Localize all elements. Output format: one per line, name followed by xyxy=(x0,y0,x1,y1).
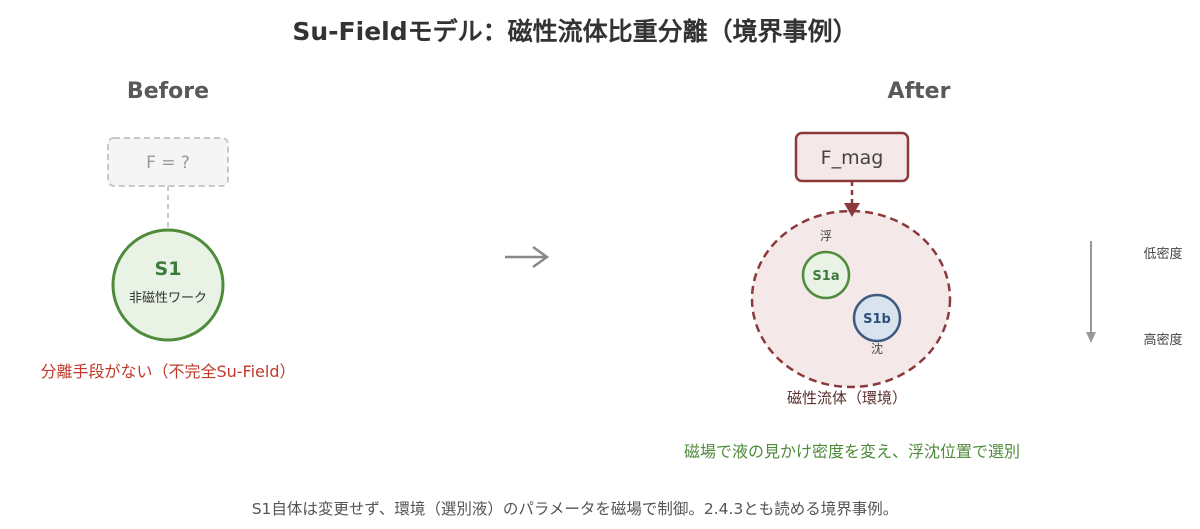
after-heading: After xyxy=(888,79,951,104)
s1b-label: S1b xyxy=(863,312,891,327)
density-arrow-icon xyxy=(1086,241,1096,343)
diagram-title: Su-Fieldモデル：磁性流体比重分離（境界事例） xyxy=(292,17,857,46)
float-label: 浮 xyxy=(820,229,832,243)
s1a-label: S1a xyxy=(812,269,839,284)
fmag-arrowhead-icon xyxy=(844,203,860,217)
unknown-field-box xyxy=(107,137,229,187)
density-high-label: 高密度 xyxy=(1143,332,1182,348)
s1-sub-label: 非磁性ワーク xyxy=(129,291,207,306)
s1-label: S1 xyxy=(155,258,182,280)
s1b-node xyxy=(852,293,902,343)
s1a-node xyxy=(801,250,851,300)
s1-node xyxy=(111,228,225,342)
before-heading: Before xyxy=(127,79,209,104)
density-low-label: 低密度 xyxy=(1143,246,1182,262)
unknown-field-label: F = ? xyxy=(146,153,190,173)
environment-label: 磁性流体（環境） xyxy=(787,389,907,407)
footer-note: S1自体は変更せず、環境（選別液）のパラメータを磁場で制御。2.4.3とも読める… xyxy=(252,499,899,518)
incomplete-note: 分離手段がない（不完全Su-Field） xyxy=(40,362,295,381)
fmag-field-label: F_mag xyxy=(821,147,884,169)
sink-label: 沈 xyxy=(871,341,883,356)
after-caption: 磁場で液の見かけ密度を変え、浮沈位置で選別 xyxy=(684,442,1020,461)
transition-arrow-icon xyxy=(505,245,550,269)
magnetic-fluid-environment xyxy=(750,209,952,389)
